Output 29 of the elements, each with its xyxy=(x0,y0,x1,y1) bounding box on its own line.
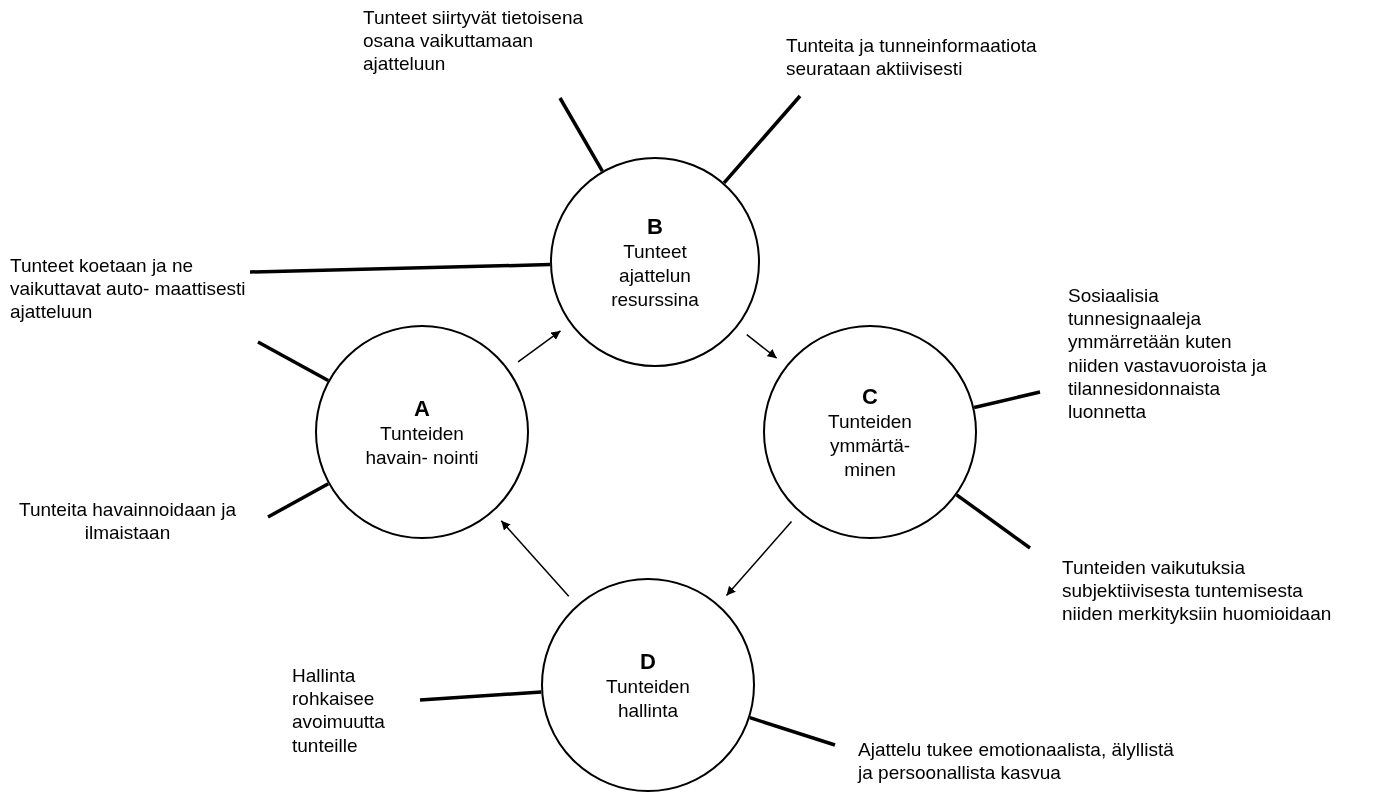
leader-line xyxy=(749,716,836,747)
annotation-text: Hallinta rohkaisee avoimuutta tunteille xyxy=(292,664,386,757)
stage-label: Tunteiden havain- nointi xyxy=(364,422,480,470)
leader-line xyxy=(558,97,604,172)
leader-line xyxy=(955,493,1032,550)
leader-line xyxy=(257,340,330,383)
annotation-text: Tunteita havainnoidaan ja ilmaistaan xyxy=(18,498,237,545)
annotation-text: Tunteet koetaan ja ne vaikuttavat auto- maattisesti ajatteluun xyxy=(10,254,247,324)
arrow xyxy=(517,330,562,363)
leader-line xyxy=(722,94,802,185)
stage-letter: B xyxy=(647,212,663,241)
arrow xyxy=(725,520,793,597)
annotation-text: Ajattelu tukee emotionaalista, älyllistä ja persoonallista kasvua xyxy=(858,738,1175,785)
stage-letter: C xyxy=(862,382,878,411)
leader-line xyxy=(267,482,330,519)
stage-letter: D xyxy=(640,647,656,675)
stage-label: Tunteiden ymmärtä- minen xyxy=(827,410,913,482)
arrow xyxy=(500,520,570,597)
arrow xyxy=(746,333,778,359)
annotation-text: Tunteet siirtyvät tietoisena osana vaikuttamaan ajatteluun xyxy=(363,6,584,76)
leader-line xyxy=(419,690,542,702)
leader-line xyxy=(973,390,1041,410)
stage-label: Tunteiden hallinta xyxy=(605,675,691,723)
stage-label: Tunteet ajattelun resurssina xyxy=(610,240,700,312)
stage-letter: A xyxy=(414,394,430,422)
annotation-text: Tunteiden vaikutuksia subjektiivisesta tuntemisesta niiden merkityksiin huomioidaan xyxy=(1062,556,1333,626)
leader-line xyxy=(249,262,551,274)
annotation-text: Tunteita ja tunneinformaatiota seurataan aktiivisesti xyxy=(786,34,1038,81)
annotation-text: Sosiaalisia tunnesignaaleja ymmärretään kuten niiden vastavuoroista ja tilannesidonnaista luonnetta xyxy=(1068,284,1268,424)
